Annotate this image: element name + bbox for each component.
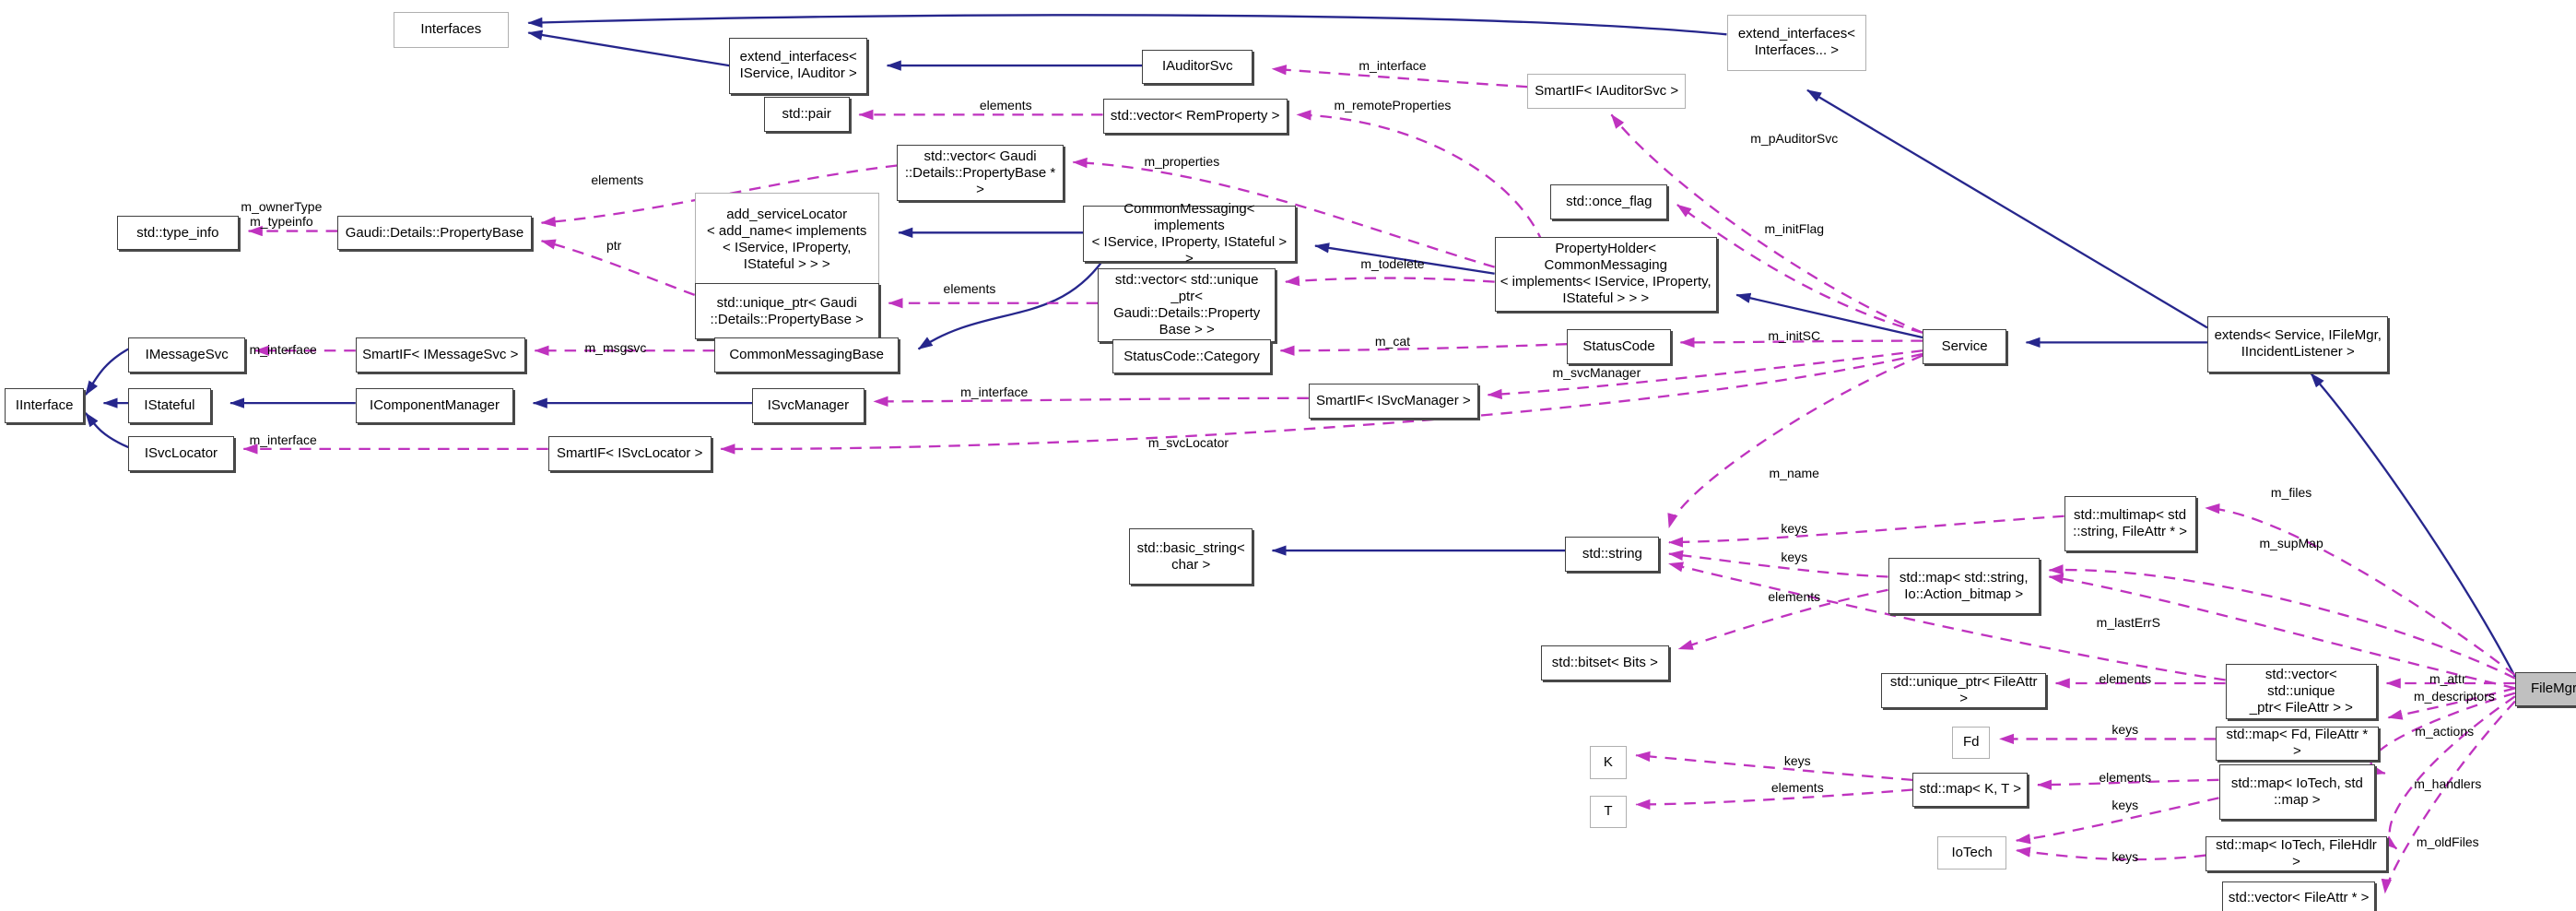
class-node-extend_if_svc_auditor[interactable]: extend_interfaces< IService, IAuditor > <box>729 38 868 94</box>
class-node-std_string[interactable]: std::string <box>1565 537 1660 572</box>
edge-label: m_oldFiles <box>2416 834 2479 849</box>
class-node-extends_filemgr[interactable]: extends< Service, IFileMgr, IIncidentLis… <box>2207 315 2389 373</box>
class-node-map_fd_fileattr[interactable]: std::map< Fd, FileAttr * > <box>2215 726 2379 762</box>
class-node-filemgr[interactable]: FileMgr <box>2515 671 2576 707</box>
edge-label: m_pAuditorSvc <box>1750 131 1839 147</box>
edge-label: elements <box>979 98 1032 113</box>
class-node-std_pair[interactable]: std::pair <box>763 97 850 132</box>
class-node-vec_remproperty[interactable]: std::vector< RemProperty > <box>1102 99 1288 134</box>
class-node-map_k_t[interactable]: std::map< K, T > <box>1912 772 2029 808</box>
edge-label: m_files <box>2270 485 2312 500</box>
class-node-statuscode_category[interactable]: StatusCode::Category <box>1112 338 1271 374</box>
edge-label: keys <box>2111 848 2139 864</box>
edge-label: m_msgsvc <box>584 339 647 355</box>
edge-label: m_initSC <box>1768 328 1821 344</box>
class-node-vec_uniqueptr_fileattr[interactable]: std::vector< std::unique _ptr< FileAttr … <box>2225 663 2377 720</box>
edge-label: m_properties <box>1144 154 1220 170</box>
class-node-uniqueptr_fileattr[interactable]: std::unique_ptr< FileAttr > <box>1881 673 2046 708</box>
edge-label: m_svcManager <box>1552 364 1641 380</box>
edge-label: m_name <box>1769 465 1819 480</box>
class-node-vec_uniqueptr_propbase[interactable]: std::vector< std::unique _ptr< Gaudi::De… <box>1098 268 1276 343</box>
class-node-map_iotech_map[interactable]: std::map< IoTech, std ::map > <box>2218 763 2376 821</box>
edge-label: elements <box>1770 779 1824 795</box>
edge-label: elements <box>2099 670 2152 686</box>
edge-label: keys <box>1783 753 1811 769</box>
edge-label: m_initFlag <box>1764 221 1825 237</box>
class-node-isvclocator[interactable]: ISvcLocator <box>128 436 234 471</box>
class-node-multimap_string_fileattr[interactable]: std::multimap< std ::string, FileAttr * … <box>2064 495 2196 552</box>
class-node-std_once_flag[interactable]: std::once_flag <box>1550 184 1668 219</box>
edge-label: elements <box>943 280 996 296</box>
class-node-isvcmanager[interactable]: ISvcManager <box>752 388 865 423</box>
class-node-commonmessagingbase[interactable]: CommonMessagingBase <box>714 337 900 373</box>
edge-label: m_ownerType m_typeinfo <box>241 199 323 230</box>
class-node-add_servicelocator[interactable]: add_serviceLocator < add_name< implement… <box>694 192 879 287</box>
class-node-vec_fileattr_ptr[interactable]: std::vector< FileAttr * > <box>2222 881 2376 911</box>
class-node-iotech[interactable]: IoTech <box>1937 836 2007 870</box>
class-node-smartif_isvcmanager[interactable]: SmartIF< ISvcManager > <box>1308 384 1478 419</box>
edge-label: m_actions <box>2415 723 2475 739</box>
class-node-vec_propertybase_ptr[interactable]: std::vector< Gaudi ::Details::PropertyBa… <box>897 145 1064 201</box>
class-node-map_string_actionbitmap[interactable]: std::map< std::string, Io::Action_bitmap… <box>1888 558 2040 615</box>
class-node-iauditorsvc[interactable]: IAuditorSvc <box>1142 49 1253 85</box>
class-node-istateful[interactable]: IStateful <box>128 388 211 423</box>
class-node-bitset_bits[interactable]: std::bitset< Bits > <box>1540 645 1669 680</box>
edge-label: m_interface <box>249 432 317 447</box>
class-node-iinterface[interactable]: IInterface <box>5 388 85 423</box>
edge-label: keys <box>2111 722 2139 738</box>
class-node-std_type_info[interactable]: std::type_info <box>116 215 239 251</box>
class-node-propertyholder[interactable]: PropertyHolder< CommonMessaging < implem… <box>1494 237 1717 312</box>
edge-label: m_descriptors <box>2413 689 2495 704</box>
edge-label: keys <box>1781 521 1808 537</box>
class-node-smartif_iauditorsvc[interactable]: SmartIF< IAuditorSvc > <box>1527 74 1686 109</box>
edge-label: m_attr <box>2429 670 2466 686</box>
edge-label: keys <box>1781 549 1808 564</box>
edge-label: elements <box>2099 769 2152 785</box>
class-node-imessagesvc[interactable]: IMessageSvc <box>128 337 246 373</box>
class-node-basic_string_char[interactable]: std::basic_string< char > <box>1129 528 1253 586</box>
edge-label: m_cat <box>1374 333 1411 349</box>
edge-label: m_remoteProperties <box>1334 98 1452 113</box>
class-node-uniqueptr_propbase[interactable]: std::unique_ptr< Gaudi ::Details::Proper… <box>694 283 879 339</box>
edge-label: m_supMap <box>2259 536 2323 551</box>
class-node-gaudi_propertybase[interactable]: Gaudi::Details::PropertyBase <box>337 215 532 251</box>
class-node-fd[interactable]: Fd <box>1952 726 1991 760</box>
class-node-statuscode[interactable]: StatusCode <box>1567 329 1671 364</box>
class-node-extend_if_variadic[interactable]: extend_interfaces< Interfaces... > <box>1726 15 1867 71</box>
edge-label: m_handlers <box>2414 776 2482 792</box>
edge-label: m_interface <box>960 385 1029 400</box>
class-node-icomponentmanager[interactable]: IComponentManager <box>355 388 514 423</box>
edge-label: keys <box>2111 798 2139 813</box>
class-node-map_iotech_filehdlr[interactable]: std::map< IoTech, FileHdlr > <box>2205 836 2387 871</box>
class-node-commonmessaging_impl[interactable]: CommonMessaging< implements < IService, … <box>1083 201 1296 266</box>
edge-label: m_lastErrS <box>2096 615 2160 631</box>
class-node-t[interactable]: T <box>1590 795 1627 829</box>
edge-label: m_interface <box>249 341 317 357</box>
class-node-k[interactable]: K <box>1590 746 1627 779</box>
edge-label: m_svcLocator <box>1147 435 1229 451</box>
edge-label: m_todelete <box>1360 255 1425 271</box>
class-node-smartif_imessagesvc[interactable]: SmartIF< IMessageSvc > <box>355 337 525 373</box>
class-node-smartif_isvclocator[interactable]: SmartIF< ISvcLocator > <box>547 436 712 471</box>
class-node-service[interactable]: Service <box>1923 329 2007 364</box>
edge-label: elements <box>1768 588 1821 604</box>
class-node-interfaces[interactable]: Interfaces <box>393 11 509 48</box>
edge-label: ptr <box>606 238 622 254</box>
edge-label: elements <box>591 172 644 187</box>
edge-label: m_interface <box>1359 58 1427 74</box>
